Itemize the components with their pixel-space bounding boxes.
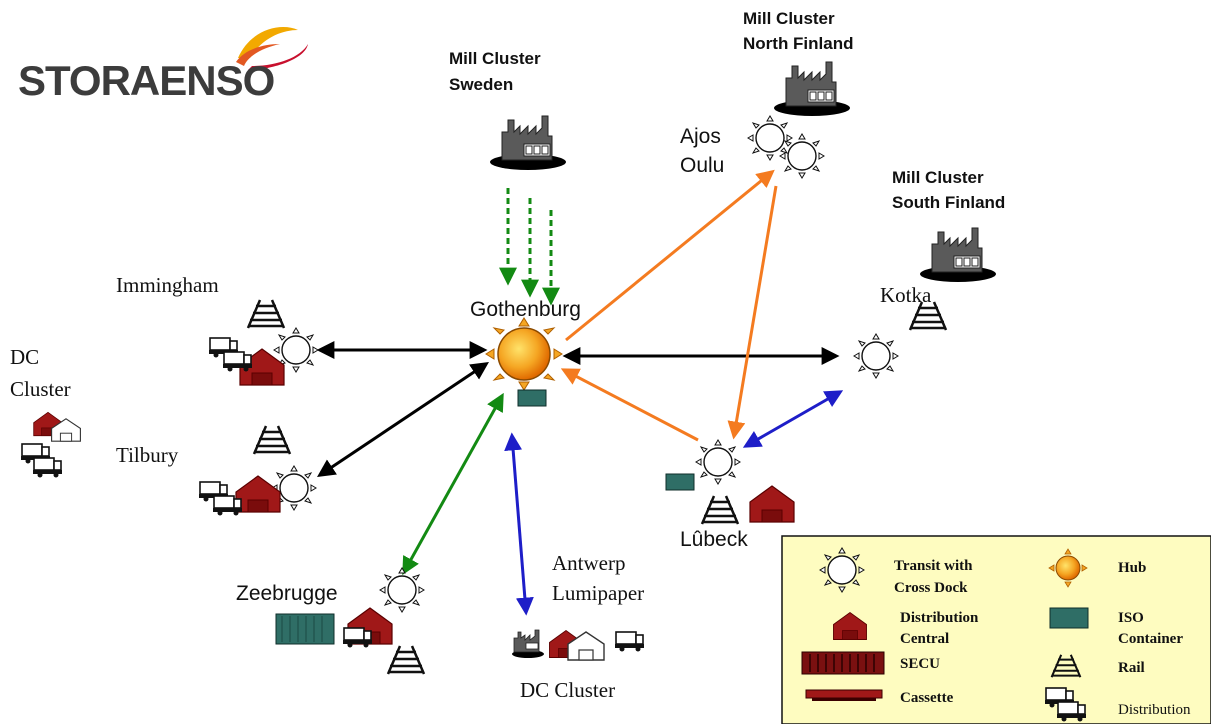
rail-icon (252, 424, 292, 456)
legend: Transit with Cross Dock Hub Distribution… (781, 535, 1211, 724)
place-dc-cluster-bottom: DC Cluster (520, 678, 615, 702)
mill-south-line1: Mill Cluster (892, 168, 984, 187)
place-oulu: Oulu (680, 154, 724, 177)
logo-text: STORAENSO (18, 57, 274, 104)
truck-icon (212, 495, 243, 517)
mill-north-line2: North Finland (743, 34, 853, 53)
factory-icon (511, 629, 545, 659)
node-gothenburg: Gothenburg (470, 298, 581, 407)
place-lubeck: Lûbeck (680, 528, 748, 551)
legend-secu: SECU (900, 656, 940, 672)
node-ajos-oulu: Ajos Oulu (680, 115, 825, 179)
mill-sweden-line1: Mill Cluster (449, 49, 541, 68)
node-zeebrugge: Zeebrugge (236, 567, 426, 676)
factory-icon (489, 115, 567, 171)
legend-transit-line2: Cross Dock (894, 580, 968, 596)
truck-icon (614, 631, 645, 653)
rail-icon (386, 644, 426, 676)
place-kotka: Kotka (880, 283, 932, 307)
legend-distribution-central-line1: Distribution (900, 610, 979, 626)
legend-distribution: Distribution (1118, 702, 1191, 718)
rail-icon (700, 494, 740, 526)
cassette-icon (805, 689, 883, 701)
transit-icon (695, 439, 741, 485)
factory-icon (773, 61, 851, 117)
legend-transit-line1: Transit with (894, 558, 973, 574)
network-links (316, 169, 844, 616)
link-tilbury-gothenburg (317, 361, 489, 478)
mill-cluster-sweden: Mill Cluster Sweden (449, 49, 567, 171)
link-gothenburg-zeebrugge (402, 392, 504, 576)
legend-hub: Hub (1118, 560, 1146, 576)
factory-icon (919, 227, 997, 283)
legend-distribution-central-line2: Central (900, 631, 949, 647)
place-lumipaper: Lumipaper (552, 581, 644, 605)
dc-left-line1: DC (10, 345, 39, 369)
place-tilbury: Tilbury (116, 443, 179, 467)
iso-container-icon (275, 613, 335, 645)
iso-container-icon (517, 389, 547, 407)
transit-icon (379, 567, 425, 613)
legend-iso-line1: ISO (1118, 610, 1144, 626)
place-gothenburg: Gothenburg (470, 298, 581, 321)
link-gothenburg-antwerp (504, 432, 534, 616)
legend-cassette: Cassette (900, 690, 954, 706)
place-immingham: Immingham (116, 273, 219, 297)
iso-container-icon (665, 473, 695, 491)
mill-sweden-line2: Sweden (449, 75, 513, 94)
mill-north-line1: Mill Cluster (743, 9, 835, 28)
storaenso-logo: STORAENSO (18, 27, 308, 104)
node-immingham: Immingham (116, 273, 319, 386)
mill-cluster-north-finland: Mill Cluster North Finland (743, 9, 853, 117)
place-antwerp: Antwerp (552, 551, 625, 575)
link-oulu-lubeck (727, 185, 778, 440)
mill-cluster-south-finland: Mill Cluster South Finland (892, 168, 1005, 283)
link-kotka-lubeck (742, 390, 844, 448)
place-zeebrugge: Zeebrugge (236, 582, 338, 605)
truck-icon (32, 457, 63, 479)
place-ajos: Ajos (680, 125, 721, 148)
legend-rail: Rail (1118, 660, 1145, 676)
node-tilbury: Tilbury (116, 424, 317, 517)
rail-icon (246, 298, 286, 330)
warehouse-icon (235, 475, 281, 513)
truck-icon (222, 351, 253, 373)
warehouse-icon (749, 485, 795, 523)
legend-iso-line2: Container (1118, 631, 1183, 647)
link-lubeck-gothenburg (560, 368, 699, 442)
node-antwerp: Antwerp Lumipaper DC Cluster (511, 551, 645, 702)
node-kotka: Kotka (853, 283, 948, 379)
node-lubeck: Lûbeck (665, 439, 795, 551)
hub-icon (485, 317, 563, 391)
transit-icon (853, 333, 899, 379)
hub-icon (1048, 548, 1088, 588)
iso-container-icon (1049, 607, 1089, 629)
secu-icon (801, 651, 885, 675)
mill-south-line2: South Finland (892, 193, 1005, 212)
link-gothenburg-ajos (565, 169, 775, 342)
node-dc-cluster-left: DC Cluster (10, 345, 81, 479)
dc-left-line2: Cluster (10, 377, 71, 401)
